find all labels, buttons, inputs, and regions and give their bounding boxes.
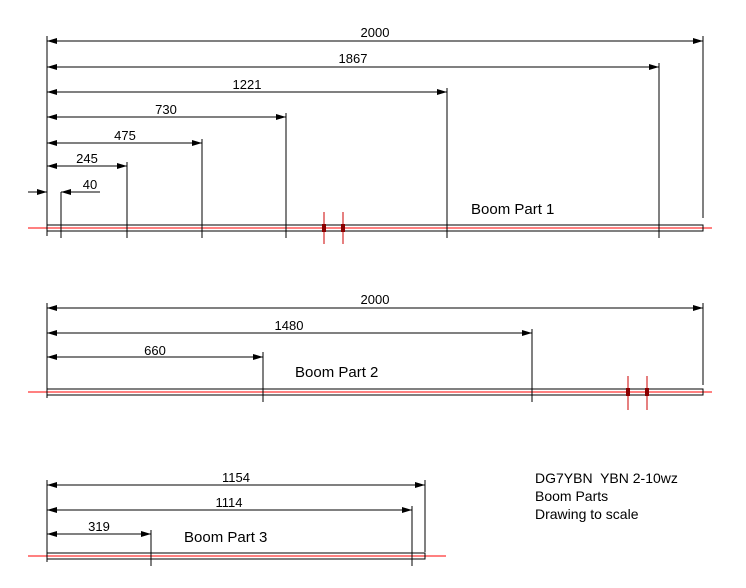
note-subtitle: Boom Parts: [535, 488, 608, 504]
boom-part-2: 2000 1480 660 Boom Part 2: [28, 292, 712, 410]
part-label: Boom Part 2: [295, 364, 378, 381]
dimension-label-1867: 1867: [339, 51, 368, 66]
dimension-label-1480: 1480: [275, 318, 304, 333]
boom-part-3: 1154 1114 319 Boom Part 3: [28, 470, 446, 566]
note-title: DG7YBN YBN 2-10wz: [535, 470, 678, 486]
title-notes: DG7YBN YBN 2-10wz Boom Parts Drawing to …: [535, 470, 678, 522]
dimension-label-1221: 1221: [233, 77, 262, 92]
note-scale: Drawing to scale: [535, 506, 639, 522]
dimension-label-245: 245: [76, 151, 98, 166]
joint-clamp: [322, 224, 326, 232]
part-label: Boom Part 3: [184, 529, 267, 546]
joint-clamp: [626, 388, 630, 396]
dimension-label-40: 40: [83, 177, 97, 192]
dimension-label-730: 730: [155, 102, 177, 117]
dimension-label-2000: 2000: [361, 25, 390, 40]
dimension-label-319: 319: [88, 519, 110, 534]
dimension-label-2000: 2000: [361, 292, 390, 307]
dimension-label-475: 475: [114, 128, 136, 143]
dimension-label-1154: 1154: [222, 470, 250, 485]
dimension-label-660: 660: [144, 343, 166, 358]
joint-clamp: [341, 224, 345, 232]
joint-clamp: [645, 388, 649, 396]
dimension-label-1114: 1114: [216, 495, 243, 510]
boom-part-1: 2000 1867 1221 730 475 245 40 Boom Part …: [28, 25, 712, 244]
part-label: Boom Part 1: [471, 201, 554, 218]
